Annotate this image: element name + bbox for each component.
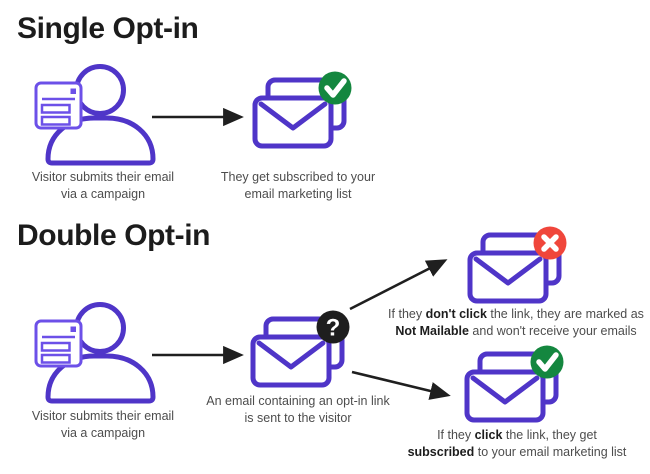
single-visitor-caption: Visitor submits their email via a campai… xyxy=(23,169,183,203)
check-badge-icon xyxy=(318,71,352,105)
question-badge-icon: ? xyxy=(316,310,350,344)
caption-segment: the link, they get xyxy=(502,428,597,442)
double-visitor-caption: Visitor submits their email via a campai… xyxy=(23,408,183,442)
optin-email-caption: An email containing an opt-in link is se… xyxy=(198,393,398,427)
caption-line: Visitor submits their email xyxy=(31,170,175,184)
envelope-not-mailable-icon xyxy=(467,226,567,304)
single-result-caption: They get subscribed to your email market… xyxy=(210,169,386,203)
visitor-icon xyxy=(34,302,156,404)
arrow-branch-down xyxy=(351,370,451,400)
caption-segment: If they xyxy=(388,307,426,321)
single-opt-in-title: Single Opt-in xyxy=(17,12,199,45)
caption-segment-bold: Not Mailable xyxy=(395,324,469,338)
caption-line: Visitor submits their email xyxy=(31,409,175,423)
double-opt-in-title: Double Opt-in xyxy=(17,219,211,252)
caption-line: via a campaign xyxy=(60,426,146,440)
envelope-optin-icon: ? xyxy=(250,310,350,388)
form-icon xyxy=(34,81,83,130)
cross-badge-icon xyxy=(533,226,567,260)
caption-segment: and won't receive your emails xyxy=(468,324,637,338)
form-icon xyxy=(34,319,83,368)
caption-segment-bold: don't click xyxy=(425,307,487,321)
caption-line: via a campaign xyxy=(60,187,146,201)
caption-segment: If they xyxy=(437,428,475,442)
check-badge-icon xyxy=(530,345,564,379)
question-glyph: ? xyxy=(326,315,341,342)
caption-segment: the link, they are marked as xyxy=(486,307,644,321)
caption-segment-bold: subscribed xyxy=(407,445,475,459)
caption-line: email marketing list xyxy=(244,187,352,201)
caption-segment-bold: click xyxy=(474,428,503,442)
caption-line: They get subscribed to your xyxy=(220,170,376,184)
click-caption: If they click the link, they get subscri… xyxy=(395,427,639,461)
caption-line: An email containing an opt-in link xyxy=(206,394,390,408)
visitor-icon xyxy=(34,64,156,166)
arrow-branch-up xyxy=(349,259,448,311)
caption-line: is sent to the visitor xyxy=(244,411,352,425)
no-click-caption: If they don't click the link, they are m… xyxy=(381,306,650,340)
caption-segment: to your email marketing list xyxy=(474,445,627,459)
envelope-subscribed-icon xyxy=(464,345,564,423)
envelope-subscribed-icon xyxy=(252,71,352,149)
